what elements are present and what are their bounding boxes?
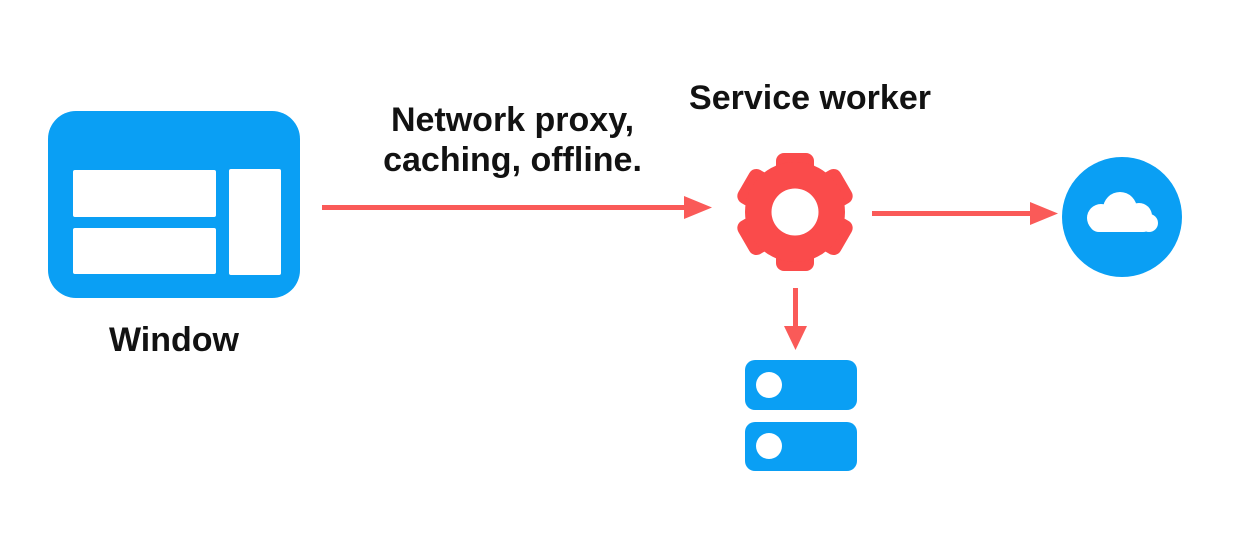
- database-indicator-dot: [756, 433, 782, 459]
- gear-icon: [737, 153, 853, 271]
- window-label: Window: [109, 321, 239, 359]
- database-row-top: [745, 360, 857, 410]
- arrow-window-to-service-worker: [322, 196, 712, 219]
- database-indicator-dot: [756, 372, 782, 398]
- service-worker-label: Service worker: [689, 79, 931, 117]
- database-row-bottom: [745, 422, 857, 471]
- edge-label-line-2: caching, offline.: [383, 141, 642, 179]
- browser-window-icon: [48, 111, 300, 298]
- arrow-service-worker-to-network: [872, 202, 1058, 225]
- cloud-icon: [1062, 157, 1182, 277]
- edge-label-network-proxy: Network proxy, caching, offline.: [370, 100, 655, 180]
- window-content-bar-bottom: [73, 228, 216, 274]
- window-content-bar-top: [73, 170, 216, 217]
- window-sidebar-bar: [229, 169, 281, 275]
- arrow-service-worker-to-cache: [784, 288, 807, 350]
- edge-label-line-1: Network proxy,: [390, 101, 635, 139]
